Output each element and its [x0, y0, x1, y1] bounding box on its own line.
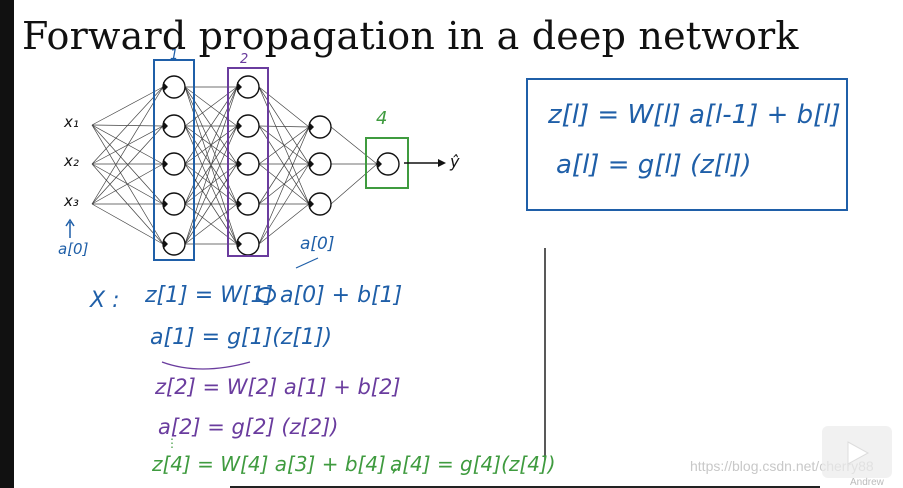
- bottom-stroke: [230, 486, 820, 488]
- neuron-mark-l2-4: [237, 239, 242, 249]
- note-layer4-z: z[4] = W[4] a[3] + b[4] ,: [152, 452, 399, 476]
- neuron-mark-l2-3: [237, 199, 242, 209]
- output-y-hat: ŷ: [450, 152, 460, 171]
- layer4-number: 4: [376, 108, 388, 129]
- input-x1: x₁: [64, 113, 79, 131]
- neuron-mark-l2-1: [237, 121, 242, 131]
- formula-z: z[l] = W[l] a[l-1] + b[l]: [548, 100, 841, 130]
- neuron-mark-l2-2: [237, 159, 242, 169]
- note-x-label: X :: [90, 288, 120, 313]
- layer2-number: 2: [240, 52, 249, 67]
- neuron-mark-l1-2: [163, 159, 168, 169]
- play-button[interactable]: [822, 426, 892, 478]
- input-x2: x₂: [64, 152, 79, 170]
- neuron-mark-l4-0: [377, 159, 382, 169]
- note-dots: ⋮: [166, 436, 178, 450]
- note-layer1-a: a[1] = g[1](z[1]): [150, 325, 333, 350]
- input-activation-label: a[0]: [58, 240, 89, 258]
- neuron-mark-l1-1: [163, 121, 168, 131]
- input-x3: x₃: [64, 192, 79, 210]
- note-layer4-a: a[4] = g[4](z[4]): [390, 452, 556, 476]
- neuron-mark-l3-0: [309, 122, 314, 132]
- neuron-mark-l1-3: [163, 199, 168, 209]
- note-a0-label: a[0]: [300, 234, 335, 254]
- neuron-mark-l1-0: [163, 82, 168, 92]
- note-layer1-z: z[1] = W[1] a[0] + b[1]: [145, 283, 403, 308]
- neuron-mark-l1-4: [163, 239, 168, 249]
- formula-a: a[l] = g[l] (z[l]): [556, 150, 752, 180]
- window-left-edge: [0, 0, 14, 488]
- neuron-mark-l2-0: [237, 82, 242, 92]
- layer1-number: 1: [170, 48, 179, 63]
- play-icon: [847, 441, 870, 465]
- watermark-small: Andrew: [850, 477, 884, 488]
- neuron-mark-l3-2: [309, 199, 314, 209]
- output-arrow: [438, 159, 446, 167]
- a0-arrow: [65, 218, 75, 238]
- layer1-box: [153, 59, 195, 261]
- note-layer2-a: a[2] = g[2] (z[2]): [158, 415, 339, 439]
- neuron-mark-l3-1: [309, 159, 314, 169]
- layer2-box: [227, 67, 269, 257]
- note-layer2-z: z[2] = W[2] a[1] + b[2]: [155, 375, 401, 399]
- formula-box: [526, 78, 848, 211]
- slide-title: Forward propagation in a deep network: [22, 14, 799, 58]
